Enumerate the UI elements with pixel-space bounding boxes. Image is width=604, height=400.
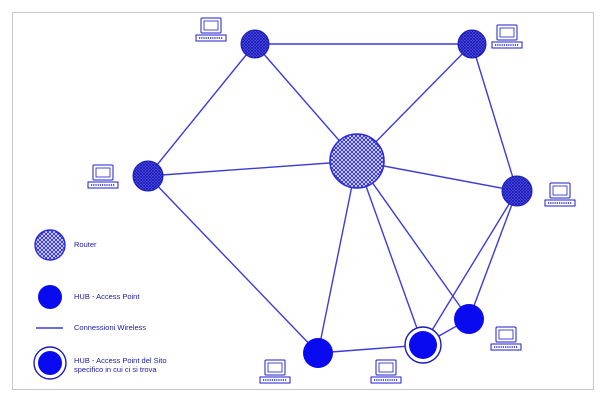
- hub-node-top-right: [457, 29, 487, 59]
- link-top-right-right: [471, 43, 518, 192]
- link-right-site: [422, 190, 518, 346]
- computer-icon: [259, 359, 291, 384]
- computer-icon: [195, 17, 227, 42]
- link-router-bottom-left: [317, 160, 358, 354]
- legend-wireless-label: Connessioni Wireless: [74, 323, 147, 332]
- link-router-bottom-right: [356, 160, 470, 320]
- legend-hub-label: HUB - Access Point: [74, 292, 140, 301]
- hub-node-top-left: [240, 29, 270, 59]
- computer-icon: [544, 182, 576, 207]
- link-right-bottom-right: [468, 190, 518, 320]
- computer-icon: [490, 326, 522, 351]
- computer-icon: [491, 24, 523, 49]
- legend-router-symbol: [34, 229, 66, 261]
- link-router-site: [356, 160, 424, 346]
- legend-router-label: Router: [74, 240, 97, 249]
- legend-site-hub-label-line2: specifico in cui ci si trova: [74, 365, 157, 374]
- legend-hub-symbol: [38, 285, 62, 309]
- hub-node-left: [132, 160, 164, 192]
- hub-node-right: [501, 175, 533, 207]
- link-left-bottom-left: [147, 175, 319, 354]
- site-hub-node: [404, 326, 442, 364]
- link-top-left-left: [147, 43, 256, 177]
- legend-site-hub-symbol: [33, 346, 67, 380]
- diagram-frame: [12, 12, 594, 390]
- legend-site-hub-label-line1: HUB - Access Point del Sito: [74, 356, 167, 365]
- computer-icon: [370, 359, 402, 384]
- link-left-router: [147, 160, 358, 177]
- hub-node-bottom-left: [303, 338, 333, 368]
- router-node: [329, 133, 385, 189]
- hub-node-bottom-right: [454, 304, 484, 334]
- computer-icon: [87, 164, 119, 189]
